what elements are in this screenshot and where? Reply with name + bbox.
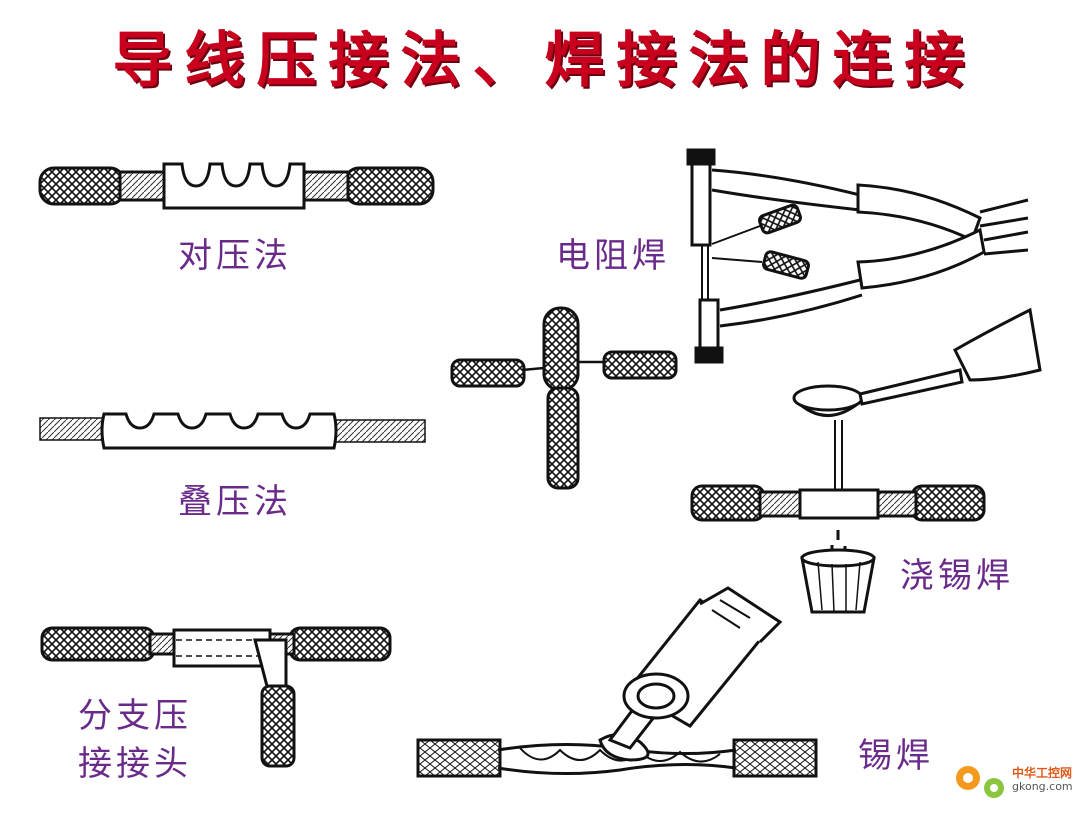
butt-press-diagram (38, 162, 435, 210)
gear-icon (956, 766, 1004, 798)
tee-joint-diagram (450, 306, 678, 490)
label-butt-press: 对压法 (178, 236, 292, 276)
watermark-brand: 中华工控网 (1012, 766, 1073, 780)
lap-press-diagram (39, 412, 426, 450)
solder-weld-diagram (416, 586, 818, 778)
label-resistance-weld: 电阻焊 (556, 236, 670, 276)
pour-solder-diagram (690, 307, 1042, 614)
label-pour-solder: 浇锡焊 (900, 556, 1014, 596)
label-branch-press-line2: 接接头 (78, 744, 192, 784)
watermark-url: gkong.com (1012, 780, 1073, 793)
label-solder-weld: 锡焊 (858, 736, 934, 776)
branch-press-diagram (40, 626, 392, 768)
page-title: 导线压接法、焊接法的连接 (112, 26, 977, 96)
resistance-weld-diagram (686, 148, 1029, 364)
label-lap-press: 叠压法 (178, 482, 292, 522)
label-branch-press-line1: 分支压 (78, 696, 192, 736)
